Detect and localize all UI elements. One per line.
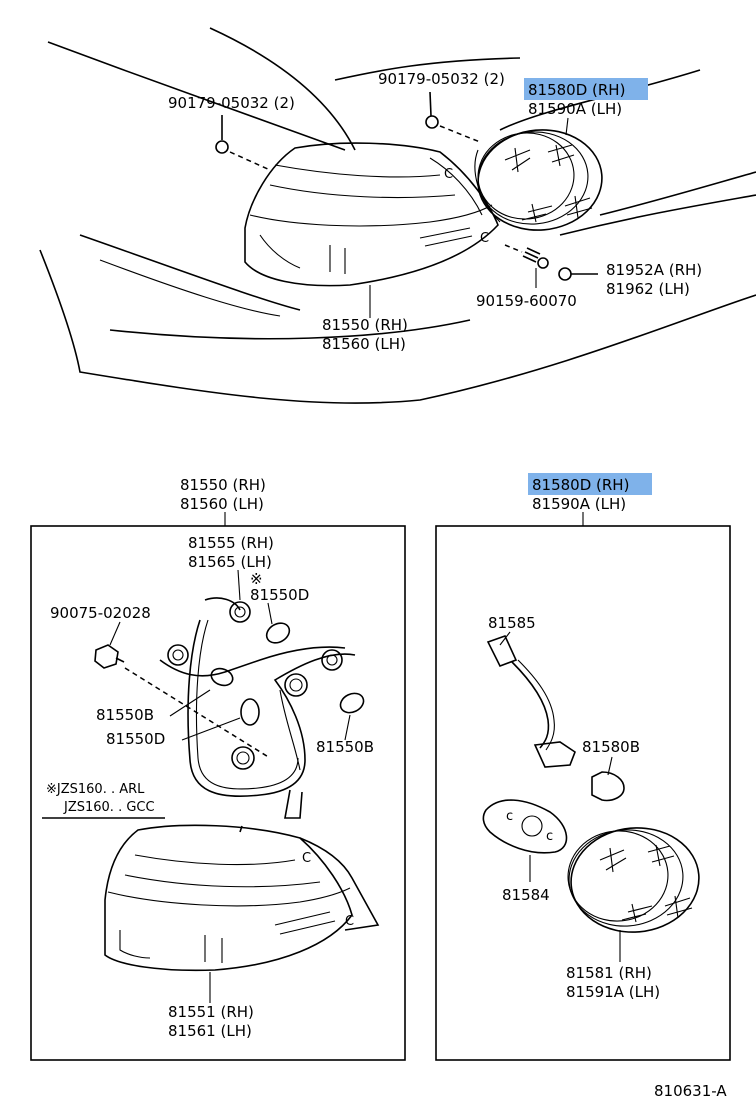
bulb-icon-left-d <box>240 698 260 726</box>
socket-lh-label[interactable]: 81565 (LH) <box>188 553 272 571</box>
socket-81585-label[interactable]: 81585 <box>488 614 536 632</box>
combination-lamp-box <box>30 525 406 1061</box>
clip-icon <box>558 267 598 281</box>
socket-icon-top <box>229 601 251 623</box>
note-line-1: ※JZS160. . ARL <box>46 782 145 797</box>
bulb-81580b-label[interactable]: 81580B <box>582 738 640 756</box>
vehicle-body-outline <box>39 27 756 404</box>
socket-icon-bottom <box>231 746 255 770</box>
wire-harness[interactable] <box>159 597 356 819</box>
left-lens-lh-label[interactable]: 81561 (LH) <box>168 1022 252 1040</box>
backup-lens-rh-label[interactable]: 81581 (RH) <box>566 964 652 982</box>
screw-icon <box>522 247 549 269</box>
right-head-lh-label[interactable]: 81590A (LH) <box>532 495 626 513</box>
bulb-icon-left-b <box>210 667 234 687</box>
bulb-b-left-label[interactable]: 81550B <box>96 706 154 724</box>
clip-rh-label[interactable]: 81952A (RH) <box>606 261 702 279</box>
rear-lens-left-box[interactable]: C C <box>104 824 380 972</box>
bulb-d-left-label[interactable]: 81550D <box>106 730 165 748</box>
backup-lens-icon[interactable] <box>564 823 703 938</box>
lamp-lh-label[interactable]: 81590A (LH) <box>528 100 622 118</box>
svg-text:c: c <box>506 809 513 824</box>
clip-lh-label[interactable]: 81962 (LH) <box>606 280 690 298</box>
socket-icon-right <box>321 649 343 671</box>
bulb-icon-right-b <box>339 692 365 714</box>
socket-rh-label[interactable]: 81555 (RH) <box>188 534 274 552</box>
backup-lens-lh-label[interactable]: 81591A (LH) <box>566 983 660 1001</box>
combo-lh-label[interactable]: 81560 (LH) <box>322 335 406 353</box>
backup-lamp-box <box>435 525 731 1061</box>
highlight-lamp-rh-box <box>528 473 652 495</box>
lamp-rh-label[interactable]: 81580D (RH) <box>528 81 625 99</box>
combination-lamp-top[interactable]: C C <box>244 142 499 287</box>
bolt-icon-left <box>215 115 229 154</box>
bulb-b-right-label[interactable]: 81550B <box>316 738 374 756</box>
bulb-d-top-label[interactable]: 81550D <box>250 586 309 604</box>
left-head-lh-label[interactable]: 81560 (LH) <box>180 495 264 513</box>
bolt-right-label[interactable]: 90179-05032 (2) <box>378 70 505 88</box>
highlight-lamp-rh-top <box>524 78 648 100</box>
svg-text:C: C <box>444 167 453 182</box>
right-head-rh-label[interactable]: 81580D (RH) <box>532 476 629 494</box>
left-head-rh-label[interactable]: 81550 (RH) <box>180 476 266 494</box>
left-lens-rh-label[interactable]: 81551 (RH) <box>168 1003 254 1021</box>
backup-socket-wire[interactable] <box>486 635 576 768</box>
screw-label[interactable]: 90159-60070 <box>476 292 577 310</box>
svg-text:c: c <box>546 829 553 844</box>
combo-rh-label[interactable]: 81550 (RH) <box>322 316 408 334</box>
bulb-icon-backup <box>591 771 625 802</box>
nut-label[interactable]: 90075-02028 <box>50 604 151 622</box>
bolt-icon-right <box>425 91 439 129</box>
nut-icon <box>94 644 125 669</box>
bulb-mark: ※ <box>250 570 263 588</box>
diagram-code: 810631-A <box>654 1082 727 1100</box>
note-line-2: JZS160. . GCC <box>63 800 155 815</box>
bulb-icon-top <box>265 622 291 644</box>
socket-icon-left <box>167 644 189 666</box>
svg-text:C: C <box>480 231 489 246</box>
bolt-left-label[interactable]: 90179-05032 (2) <box>168 94 295 112</box>
socket-icon-mid <box>284 673 308 697</box>
svg-text:C: C <box>345 914 354 929</box>
gasket-label[interactable]: 81584 <box>502 886 550 904</box>
svg-text:C: C <box>302 851 311 866</box>
gasket-icon[interactable]: c c <box>482 799 568 854</box>
backup-lamp-top[interactable] <box>474 125 606 235</box>
